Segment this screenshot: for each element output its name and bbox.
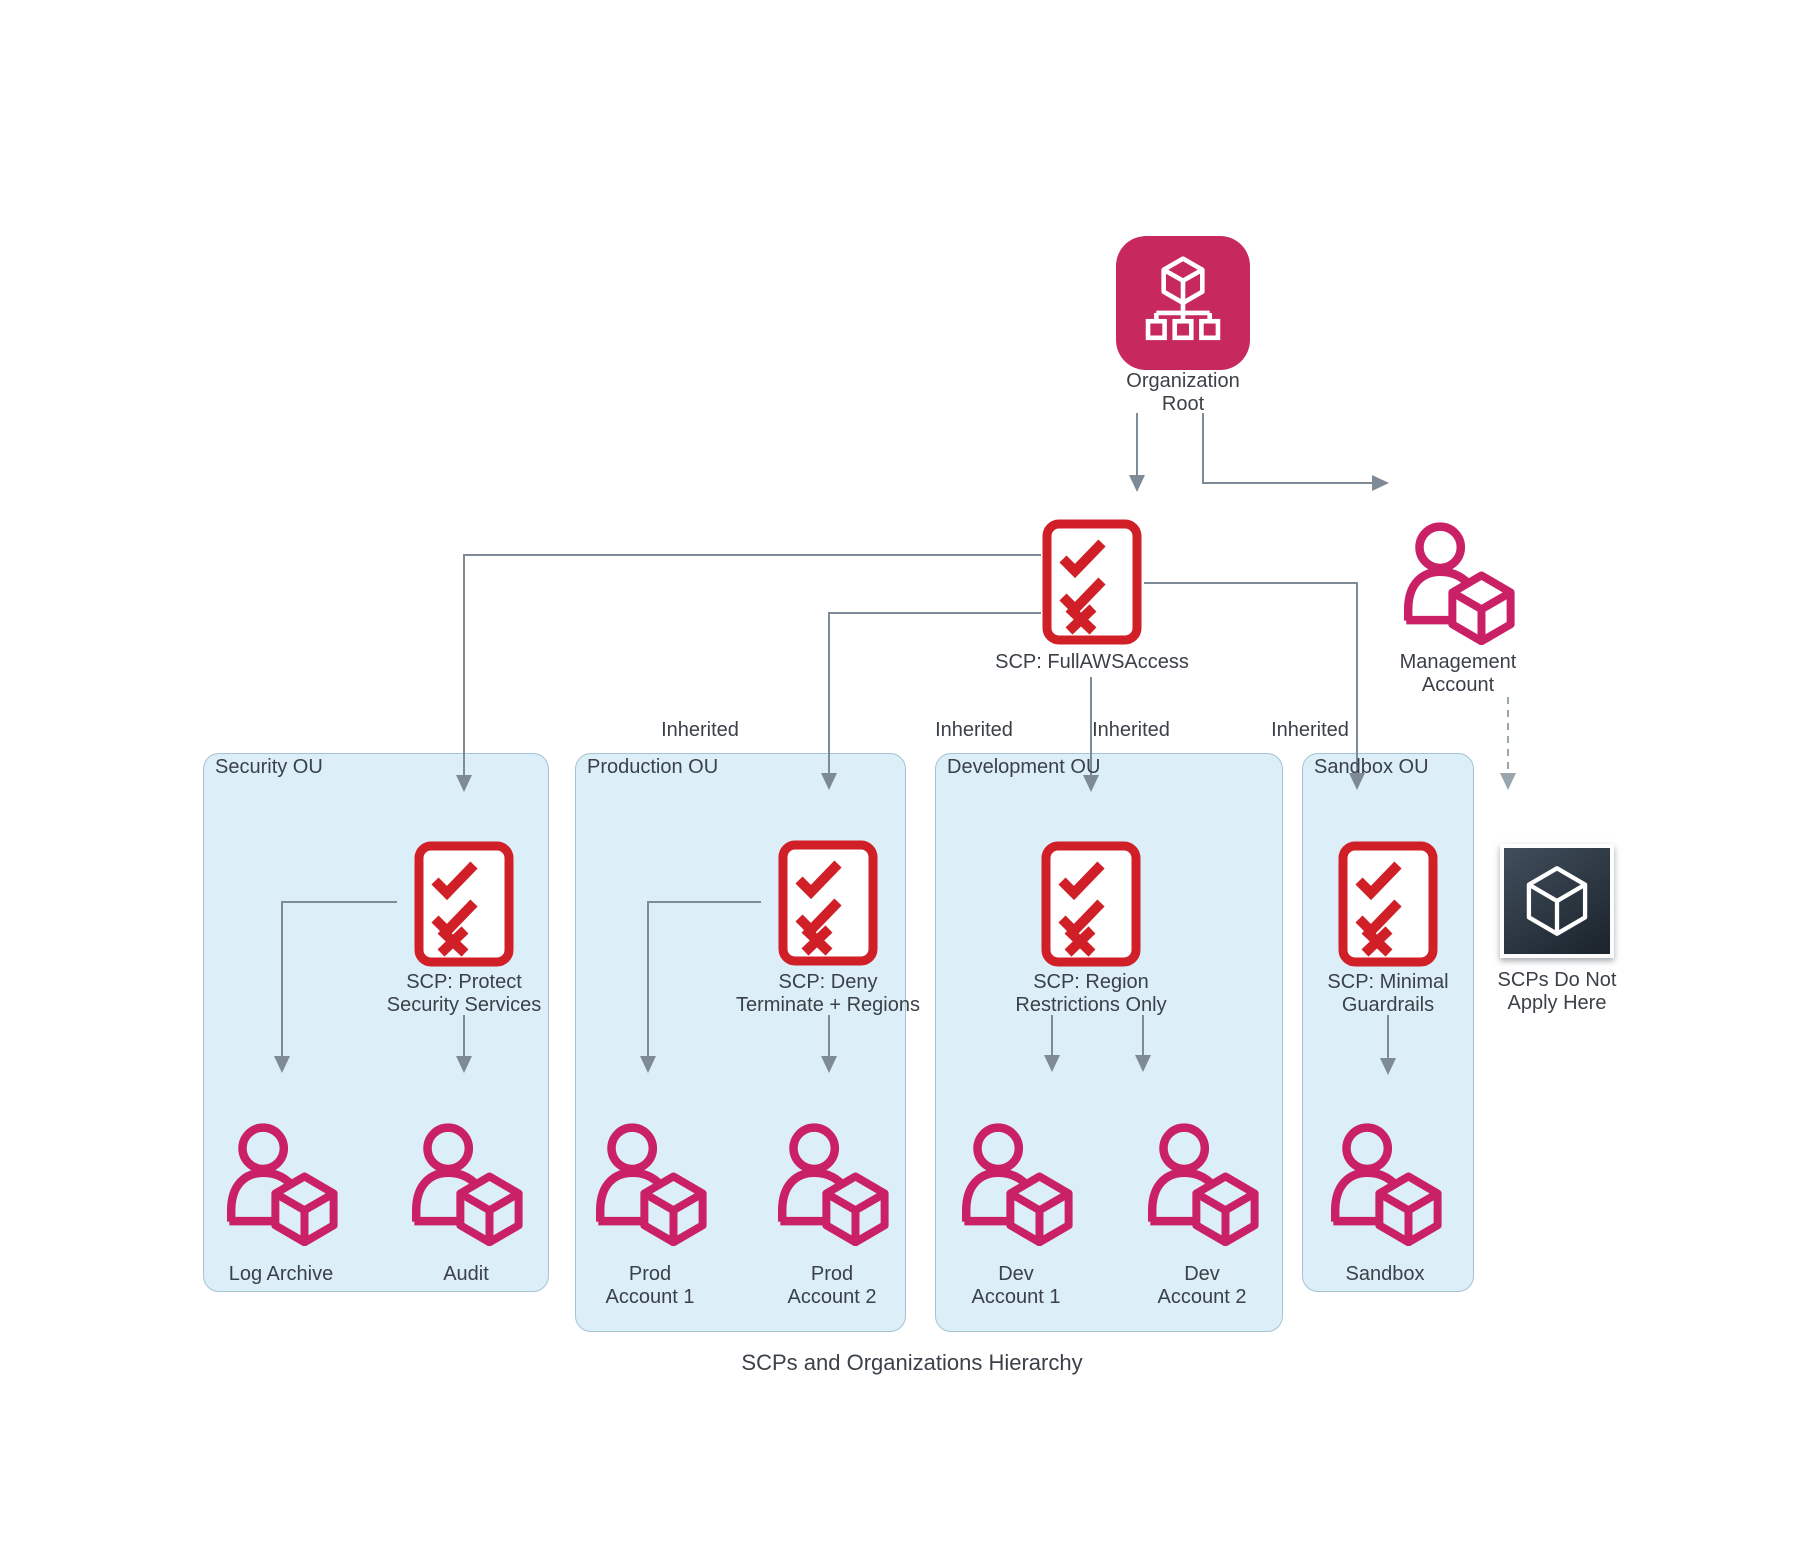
- organization-glyph-icon: [1137, 255, 1229, 347]
- dark-cube-icon: [1518, 862, 1596, 940]
- inherited-label-sandbox: Inherited: [1271, 719, 1349, 741]
- scp-fullawsaccess-label: SCP: FullAWSAccess: [995, 651, 1189, 673]
- account-icon-log-archive: [219, 1122, 343, 1246]
- account-label-log-archive: Log Archive: [228, 1263, 334, 1285]
- account-icon-dev-account-2: [1140, 1122, 1264, 1246]
- scp-deny-terminate-icon: [778, 840, 878, 966]
- diagram-title: SCPs and Organizations Hierarchy: [741, 1350, 1083, 1375]
- no-scp-label: SCPs Do Not Apply Here: [1497, 969, 1617, 1014]
- management-account-icon: [1396, 521, 1520, 645]
- scp-minimal-guardrails-icon: [1338, 841, 1438, 967]
- organization-root-icon: [1116, 236, 1250, 370]
- no-scp-icon: [1500, 844, 1614, 958]
- account-label-prod-account-2: Prod Account 2: [787, 1263, 877, 1308]
- scp-protect-security-icon: [414, 841, 514, 967]
- inherited-label-development-right: Inherited: [1092, 719, 1170, 741]
- account-icon-prod-account-1: [588, 1122, 712, 1246]
- ou-title-development: Development OU: [947, 756, 1101, 778]
- account-label-dev-account-2: Dev Account 2: [1157, 1263, 1247, 1308]
- account-icon-prod-account-2: [770, 1122, 894, 1246]
- scp-minimal-guardrails-label: SCP: Minimal Guardrails: [1327, 971, 1449, 1016]
- scp-deny-terminate-label: SCP: Deny Terminate + Regions: [736, 971, 920, 1016]
- ou-title-sandbox: Sandbox OU: [1314, 756, 1429, 778]
- management-account-label: Management Account: [1399, 651, 1517, 696]
- account-label-dev-account-1: Dev Account 1: [971, 1263, 1061, 1308]
- inherited-label-development-left: Inherited: [935, 719, 1013, 741]
- account-icon-dev-account-1: [954, 1122, 1078, 1246]
- scp-protect-security-label: SCP: Protect Security Services: [386, 971, 542, 1016]
- account-label-sandbox: Sandbox: [1345, 1263, 1425, 1285]
- account-label-audit: Audit: [443, 1263, 489, 1285]
- scp-region-restrictions-icon: [1041, 841, 1141, 967]
- inherited-label-production: Inherited: [661, 719, 739, 741]
- ou-title-production: Production OU: [587, 756, 719, 778]
- account-icon-audit: [404, 1122, 528, 1246]
- account-label-prod-account-1: Prod Account 1: [605, 1263, 695, 1308]
- scp-region-restrictions-label: SCP: Region Restrictions Only: [1015, 971, 1167, 1016]
- account-icon-sandbox: [1323, 1122, 1447, 1246]
- organization-root-label: Organization Root: [1126, 370, 1240, 415]
- scp-fullawsaccess-icon: [1042, 519, 1142, 645]
- ou-title-security: Security OU: [215, 756, 323, 778]
